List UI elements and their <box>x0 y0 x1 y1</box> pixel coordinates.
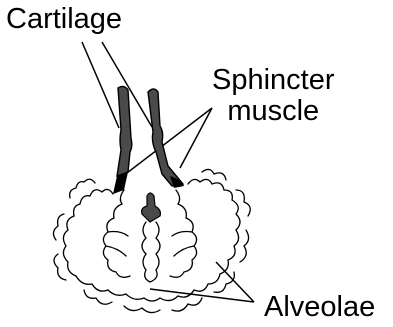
alveolar-sac <box>53 169 250 312</box>
alveolae-label: Alveolae <box>264 292 375 323</box>
right-cartilage <box>148 89 184 188</box>
cartilage-label: Cartilage <box>6 4 122 35</box>
left-cartilage <box>113 86 132 194</box>
cartilage-pointer-lines <box>82 42 152 128</box>
septum-tip <box>142 193 161 222</box>
sphincter-muscle-label: Sphincter muscle <box>212 65 335 127</box>
sphincter-label-line1: Sphincter <box>212 65 335 96</box>
alveolae-pointer-lines <box>150 262 254 302</box>
sphincter-label-line2: muscle <box>212 96 335 127</box>
